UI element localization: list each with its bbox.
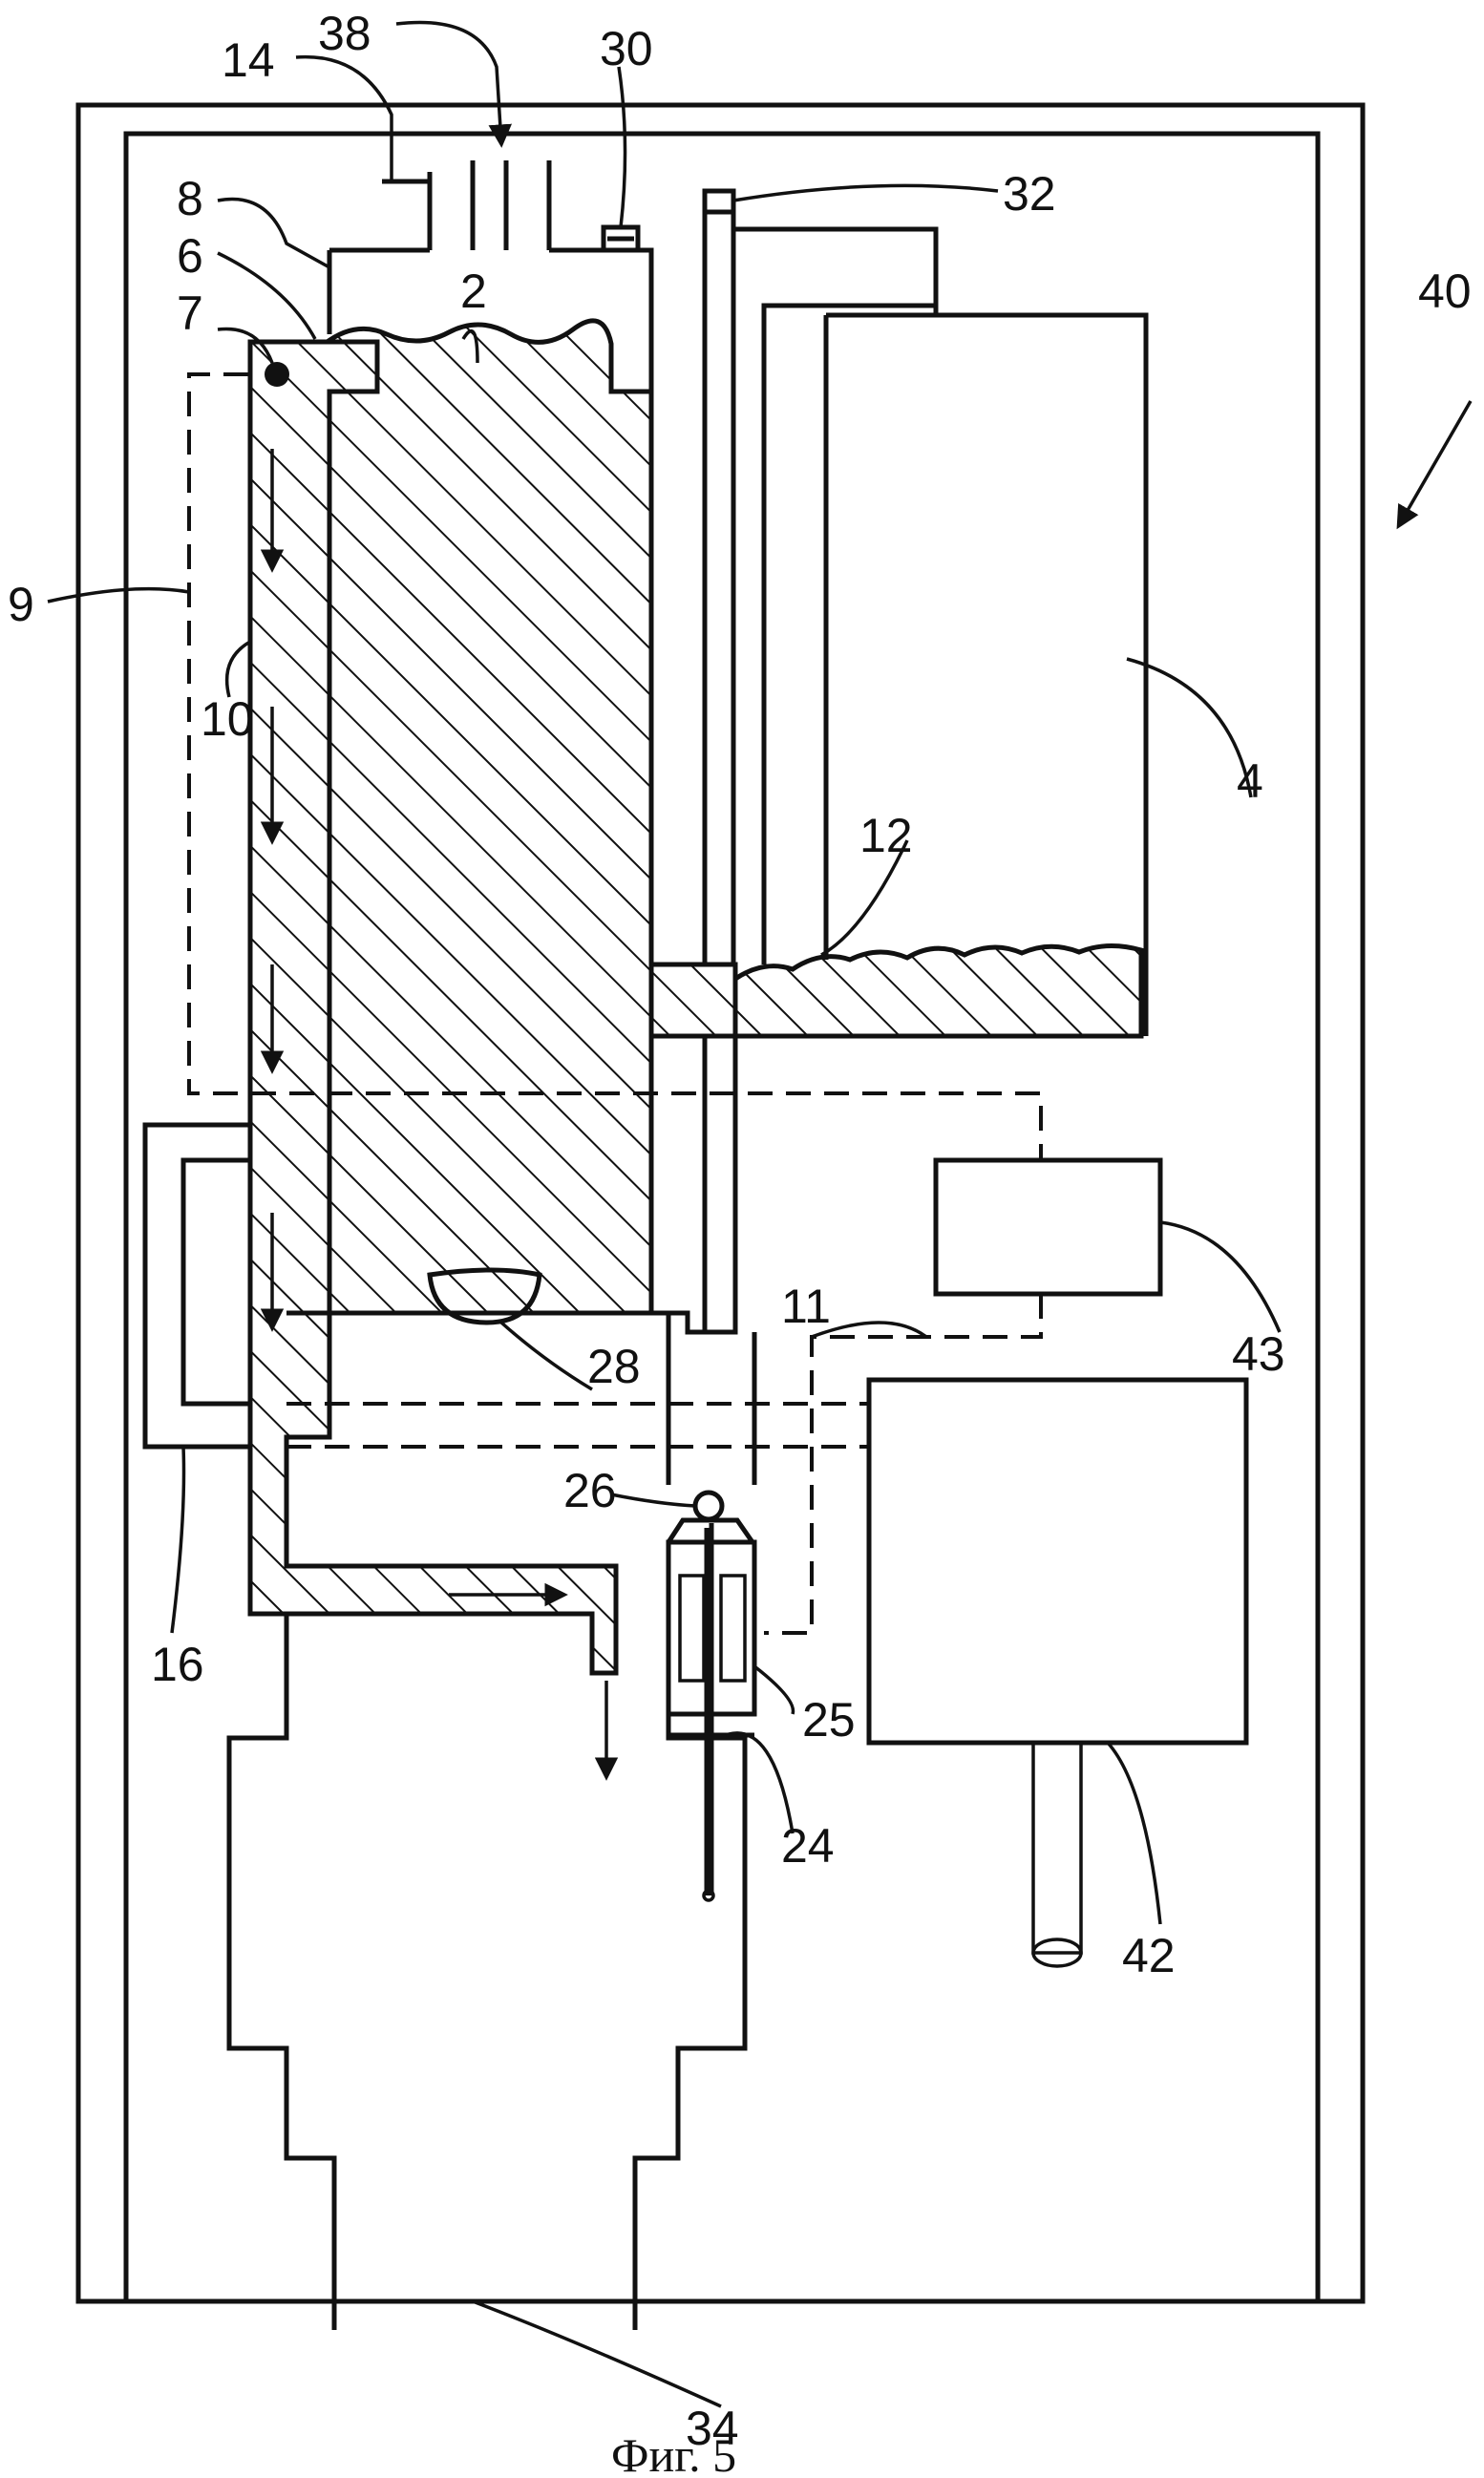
label-30: 30	[600, 22, 653, 75]
label-28: 28	[587, 1340, 641, 1393]
label-26: 26	[563, 1464, 617, 1517]
label-38: 38	[318, 7, 371, 60]
inlet-stubs	[382, 160, 638, 250]
label-11: 11	[781, 1280, 831, 1333]
label-8: 8	[177, 172, 203, 225]
label-9: 9	[8, 578, 34, 631]
label-7: 7	[177, 286, 203, 340]
point-7	[265, 362, 289, 387]
label-40: 40	[1418, 265, 1472, 318]
label-6: 6	[177, 229, 203, 283]
label-25: 25	[802, 1693, 856, 1747]
label-16: 16	[151, 1638, 204, 1691]
controller-43	[936, 1160, 1160, 1294]
connecting-channel	[651, 964, 735, 1036]
leader-lines	[48, 57, 1280, 2406]
vent-pipe	[705, 191, 936, 1332]
label-14: 14	[222, 33, 275, 87]
label-43: 43	[1232, 1327, 1285, 1381]
label-12: 12	[859, 809, 913, 862]
figure-caption: Фиг. 5	[611, 2428, 736, 2478]
tank-contents	[325, 321, 651, 1313]
label-42: 42	[1122, 1929, 1176, 1982]
label-32: 32	[1003, 167, 1056, 221]
unit-42	[869, 1380, 1246, 1966]
valve-assembly	[668, 1493, 754, 1900]
tank-4	[826, 306, 1146, 1036]
label-4: 4	[1237, 754, 1263, 808]
label-2: 2	[460, 265, 487, 318]
liquid-12	[735, 945, 1141, 1036]
lower-housing-34	[229, 1614, 745, 2330]
sensor-32	[705, 191, 733, 212]
label-10: 10	[201, 692, 254, 746]
label-24: 24	[781, 1819, 835, 1873]
